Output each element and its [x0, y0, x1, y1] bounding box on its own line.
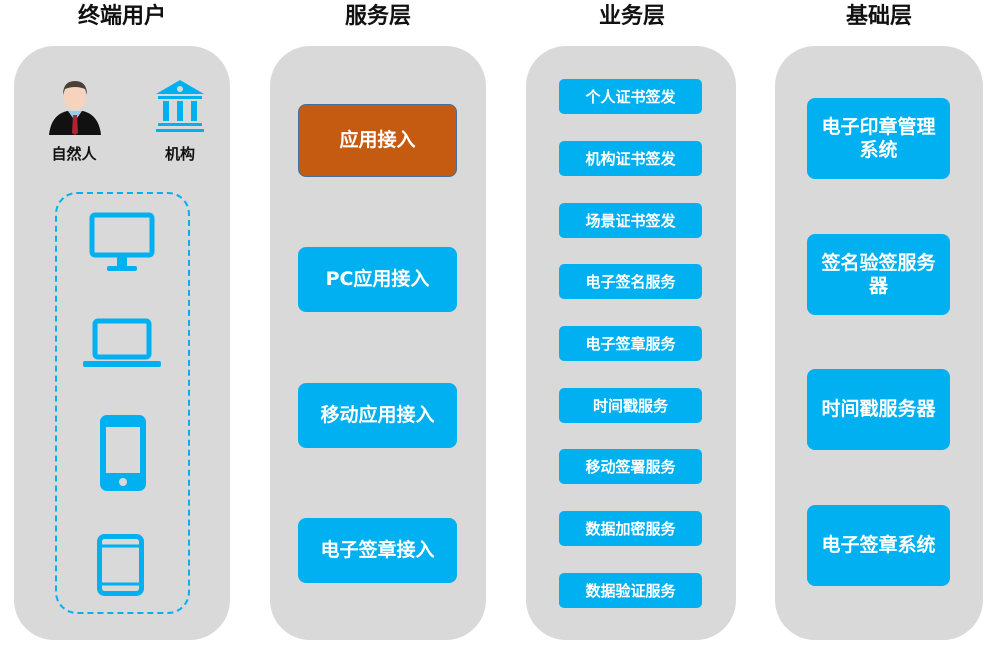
laptop-icon	[83, 318, 161, 367]
header-business-layer: 业务层	[598, 4, 665, 29]
e-seal-access-box: 电子签章接入	[298, 518, 457, 583]
devices-group	[55, 192, 190, 614]
business-service-box: 机构证书签发	[559, 141, 702, 176]
business-service-box: 数据加密服务	[559, 511, 702, 546]
business-service-box: 电子签名服务	[559, 264, 702, 299]
business-service-box: 电子签章服务	[559, 326, 702, 361]
business-service-box: 时间戳服务	[559, 388, 702, 423]
person-icon	[49, 81, 101, 135]
base-system-box: 时间戳服务器	[807, 369, 950, 450]
end-users-panel	[14, 46, 230, 640]
pc-app-access-box: PC应用接入	[298, 247, 457, 312]
base-system-box: 电子签章系统	[807, 505, 950, 586]
institution-icon	[156, 80, 204, 132]
tablet-icon	[97, 534, 144, 596]
business-service-box: 移动签署服务	[559, 449, 702, 484]
header-end-users: 终端用户	[77, 4, 166, 29]
person-label: 自然人	[51, 145, 97, 163]
desktop-monitor-icon	[89, 212, 155, 271]
business-service-box: 个人证书签发	[559, 79, 702, 114]
business-service-box: 场景证书签发	[559, 203, 702, 238]
app-access-box: 应用接入	[298, 104, 457, 177]
header-service-layer: 服务层	[344, 4, 411, 29]
institution-label: 机构	[164, 145, 195, 163]
base-system-box: 签名验签服务器	[807, 234, 950, 315]
base-system-box: 电子印章管理系统	[807, 98, 950, 179]
smartphone-icon	[100, 415, 146, 491]
business-service-box: 数据验证服务	[559, 573, 702, 608]
mobile-app-access-box: 移动应用接入	[298, 383, 457, 448]
header-base-layer: 基础层	[845, 4, 912, 29]
